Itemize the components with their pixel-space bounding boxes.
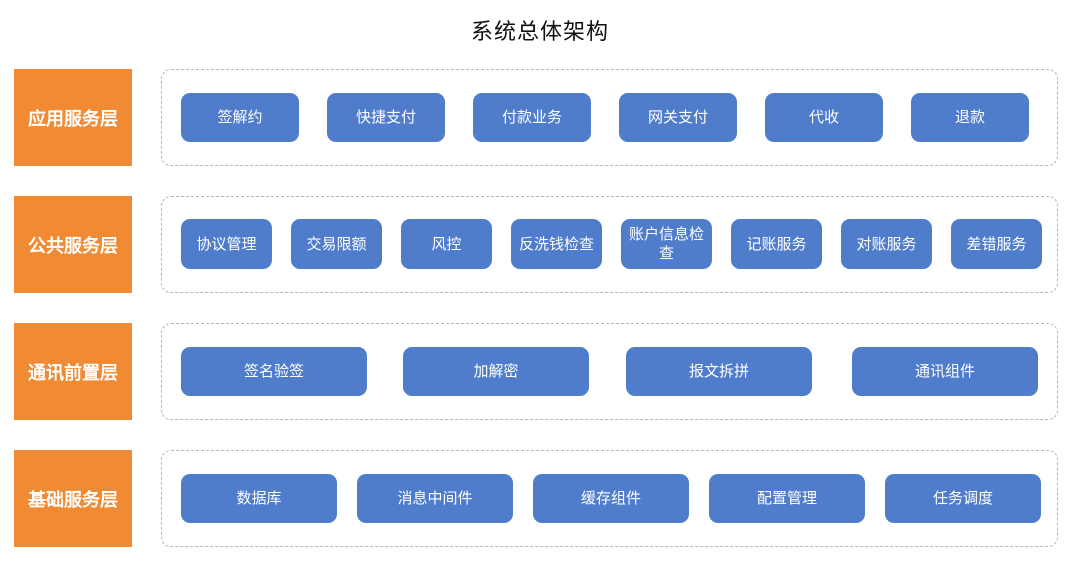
- module-quick-payment: 快捷支付: [327, 93, 445, 142]
- module-transaction-limit: 交易限额: [291, 219, 382, 269]
- module-account-info-check: 账户信息检查: [621, 219, 712, 269]
- module-payment-business: 付款业务: [473, 93, 591, 142]
- module-encrypt-decrypt: 加解密: [403, 347, 589, 396]
- layer-label-infrastructure: 基础服务层: [14, 450, 132, 547]
- layer-box-infrastructure: [161, 450, 1058, 547]
- module-message-pack-unpack: 报文拆拼: [626, 347, 812, 396]
- layer-box-common: [161, 196, 1058, 293]
- module-aml-check: 反洗钱检查: [511, 219, 602, 269]
- module-database: 数据库: [181, 474, 337, 523]
- module-risk-control: 风控: [401, 219, 492, 269]
- module-cache-component: 缓存组件: [533, 474, 689, 523]
- module-task-scheduling: 任务调度: [885, 474, 1041, 523]
- module-reconciliation-service: 对账服务: [841, 219, 932, 269]
- module-gateway-payment: 网关支付: [619, 93, 737, 142]
- module-communication-component: 通讯组件: [852, 347, 1038, 396]
- module-message-middleware: 消息中间件: [357, 474, 513, 523]
- layer-box-communication: [161, 323, 1058, 420]
- module-bookkeeping-service: 记账服务: [731, 219, 822, 269]
- module-collection: 代收: [765, 93, 883, 142]
- layer-label-common: 公共服务层: [14, 196, 132, 293]
- module-agreement-management: 协议管理: [181, 219, 272, 269]
- layer-box-application: [161, 69, 1058, 166]
- module-sign-verify: 签名验签: [181, 347, 367, 396]
- layer-label-application: 应用服务层: [14, 69, 132, 166]
- module-error-service: 差错服务: [951, 219, 1042, 269]
- module-sign-contract: 签解约: [181, 93, 299, 142]
- diagram-title: 系统总体架构: [470, 20, 609, 45]
- layer-label-communication: 通讯前置层: [14, 323, 132, 420]
- module-config-management: 配置管理: [709, 474, 865, 523]
- module-refund: 退款: [911, 93, 1029, 142]
